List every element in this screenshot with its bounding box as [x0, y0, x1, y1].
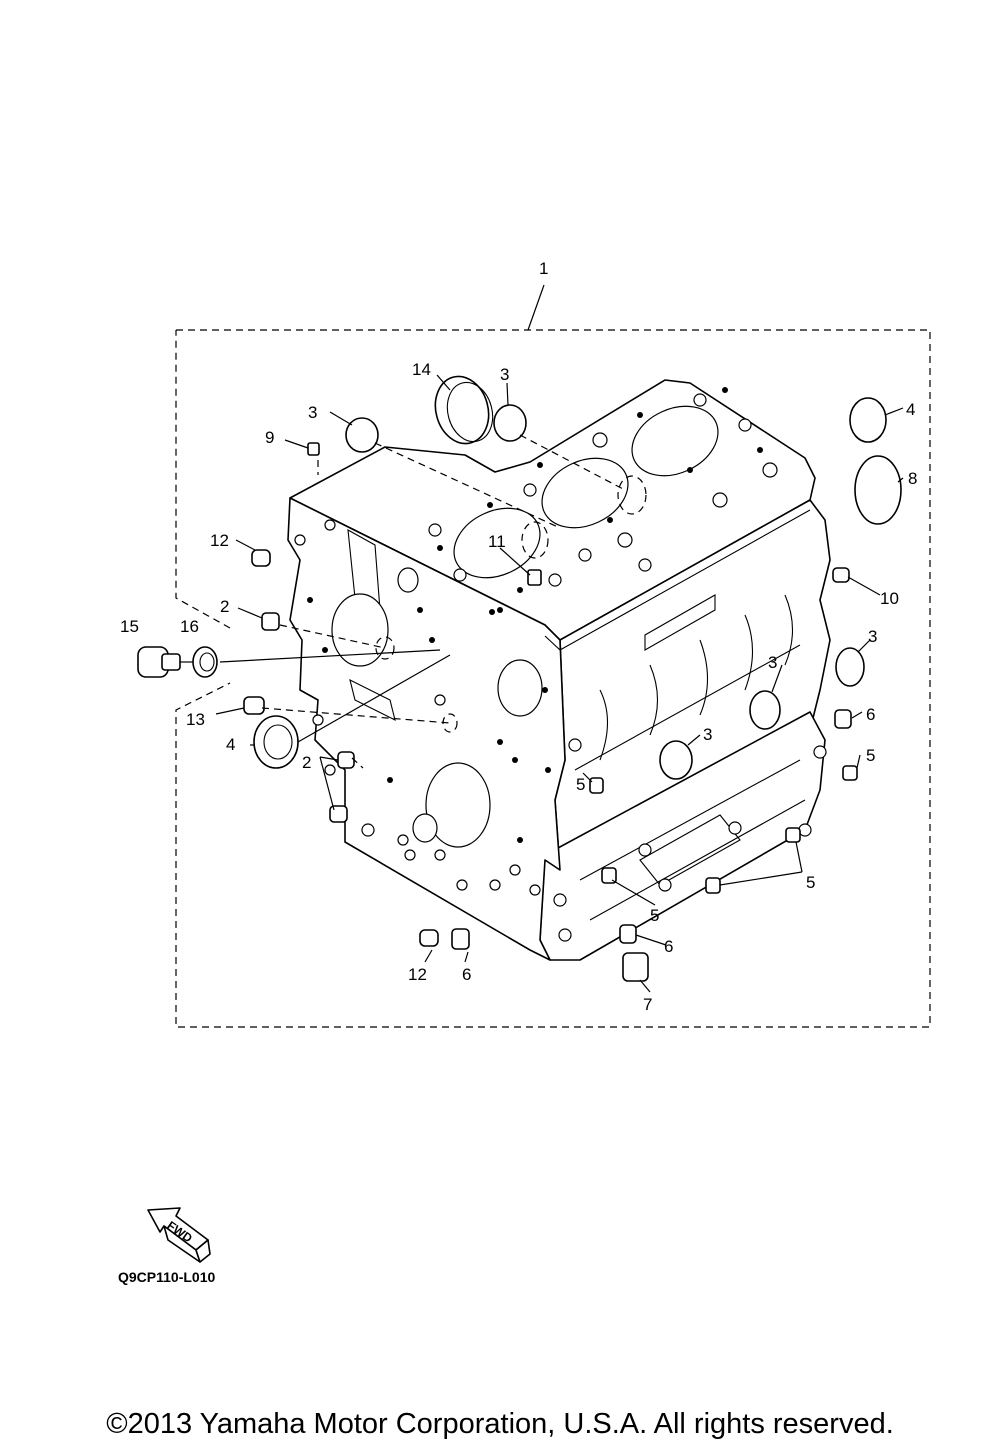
part-12-pin-upper — [251, 549, 271, 567]
part-4-seal-left — [253, 715, 299, 769]
part-8-seal — [854, 455, 902, 525]
diagram-reference-code: Q9CP110-L010 — [118, 1269, 215, 1285]
part-14-cover — [434, 375, 494, 445]
callout-5-pan-right: 5 — [806, 873, 815, 892]
callout-4-left: 4 — [226, 735, 235, 754]
part-11-dowel — [527, 569, 542, 586]
assembly-paths — [261, 434, 647, 769]
part-2-dowel-upper — [261, 612, 280, 631]
callout-5-side: 5 — [866, 746, 875, 765]
part-4-cap-right — [849, 397, 887, 443]
part-16-seal — [192, 646, 218, 678]
callout-10: 10 — [880, 589, 899, 608]
callout-16: 16 — [180, 617, 199, 636]
callout-7: 7 — [643, 995, 652, 1014]
assembly-boundary — [175, 329, 931, 1028]
copyright-notice: ©2013 Yamaha Motor Corporation, U.S.A. A… — [106, 1408, 894, 1440]
part-6-plugs — [451, 709, 852, 950]
callout-labels: 1 2 2 3 3 3 3 3 4 4 5 5 5 5 6 6 6 7 8 9 … — [120, 259, 917, 1014]
callout-3-top: 3 — [500, 365, 509, 384]
part-9-pin — [307, 442, 320, 456]
part-15-plug — [137, 646, 181, 678]
callout-9: 9 — [265, 428, 274, 447]
callout-8: 8 — [908, 469, 917, 488]
callout-12-lower: 12 — [408, 965, 427, 984]
callout-6-front: 6 — [462, 965, 471, 984]
callout-15: 15 — [120, 617, 139, 636]
cylinder-block — [287, 379, 831, 961]
part-12-pin-lower — [419, 929, 439, 947]
callout-3-side-upper: 3 — [868, 627, 877, 646]
callout-1: 1 — [539, 259, 548, 278]
callout-14: 14 — [412, 360, 431, 379]
part-3-cap-left — [345, 417, 379, 453]
leader-lines — [180, 284, 904, 993]
callout-4-right: 4 — [906, 400, 915, 419]
callout-5-pan-left: 5 — [650, 906, 659, 925]
part-3-cap-top — [493, 404, 527, 442]
callout-3-left: 3 — [308, 403, 317, 422]
callout-3-side-middle: 3 — [768, 653, 777, 672]
part-3-plugs-side — [659, 647, 865, 780]
callout-2-upper: 2 — [220, 597, 229, 616]
part-2-dowels-lower — [329, 751, 355, 823]
callout-11: 11 — [488, 532, 506, 551]
callout-12-upper: 12 — [210, 531, 229, 550]
part-10-pin — [832, 567, 850, 583]
part-7-plug — [622, 952, 649, 982]
callout-6-side: 6 — [866, 705, 875, 724]
callout-5-front: 5 — [576, 775, 585, 794]
callout-2-lower: 2 — [302, 753, 311, 772]
part-5-plugs — [589, 765, 858, 894]
fwd-arrow-icon: FWD — [147, 1207, 211, 1263]
callout-3-side-lower: 3 — [703, 725, 712, 744]
callout-13: 13 — [186, 710, 205, 729]
callout-6-pan: 6 — [664, 937, 673, 956]
part-13-pin — [243, 696, 265, 715]
